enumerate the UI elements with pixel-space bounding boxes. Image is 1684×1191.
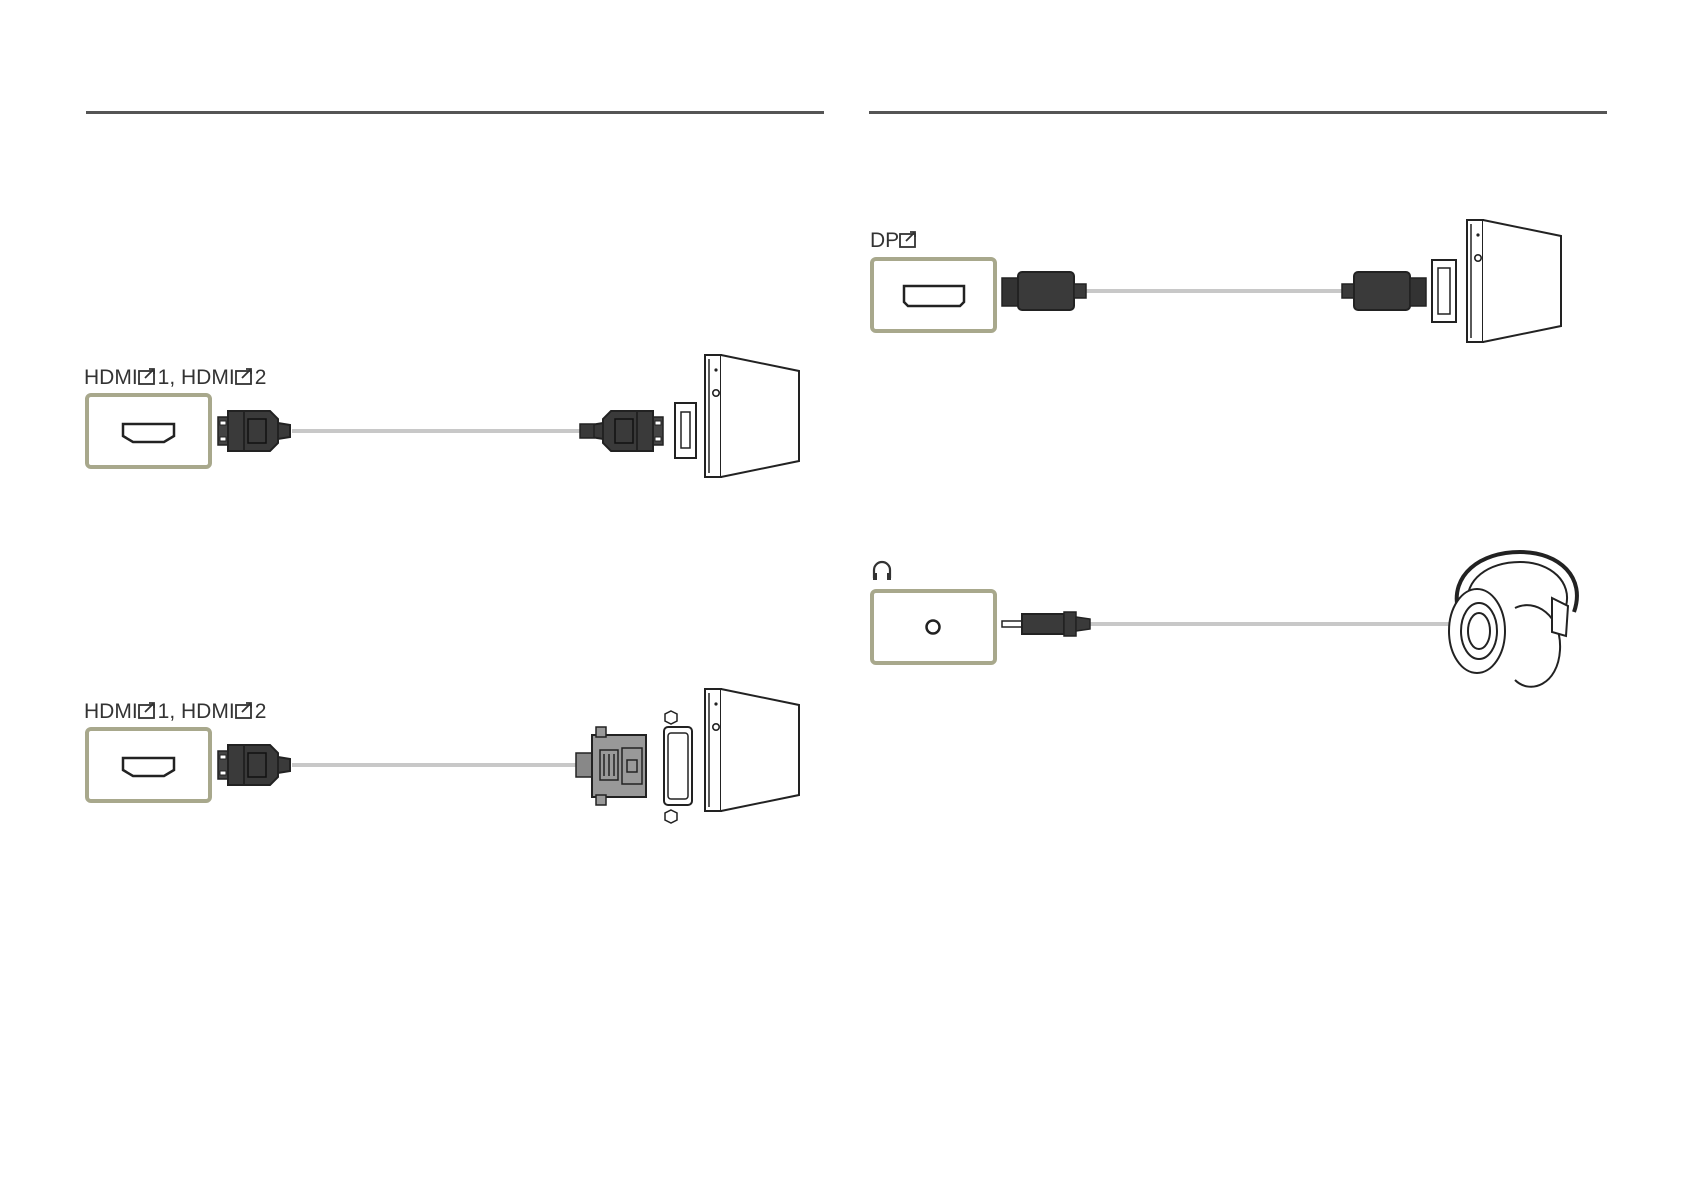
hdmi-port-frame — [87, 395, 210, 467]
headphone-connection — [872, 552, 1577, 687]
pc-tower — [1467, 220, 1561, 342]
dp-socket — [1432, 260, 1456, 322]
dvi-socket — [664, 711, 692, 823]
dp-port-frame — [872, 259, 995, 331]
hdmi-dvi-connection — [87, 689, 799, 823]
headphone-port-frame — [872, 591, 995, 663]
pc-tower — [705, 689, 799, 811]
dp-plug-right — [1342, 272, 1426, 310]
dvi-plug — [576, 727, 646, 805]
hdmi-plug-right — [591, 411, 663, 451]
headphones — [1449, 552, 1577, 687]
hdmi-port-frame — [87, 729, 210, 801]
hdmi-hdmi-connection — [87, 355, 799, 477]
pc-tower — [705, 355, 799, 477]
dp-dp-connection — [872, 220, 1561, 342]
dp-plug-left — [1002, 272, 1086, 310]
audio-plug — [1002, 612, 1090, 636]
